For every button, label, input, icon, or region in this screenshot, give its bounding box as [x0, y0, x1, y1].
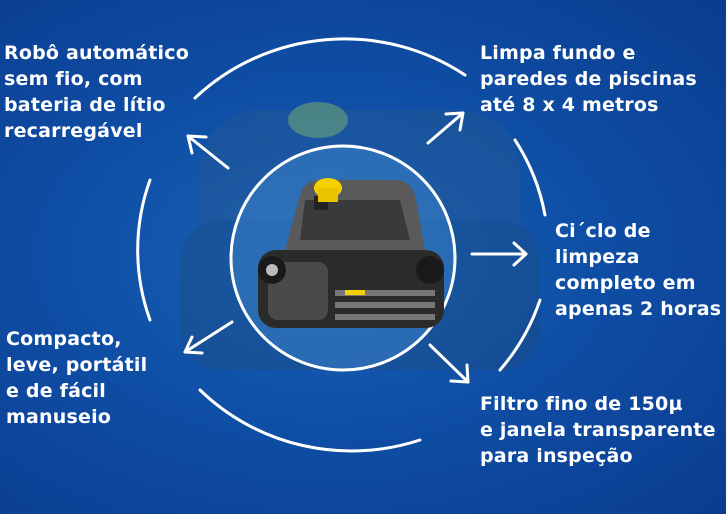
feature-line: Filtro fino de 150µ [480, 393, 683, 415]
feature-line: apenas 2 horas [555, 298, 722, 320]
arrow-up-left-icon [186, 134, 230, 170]
feature-compact: Compacto, leve, portátil e de fácil manu… [6, 326, 147, 430]
arrow-down-left-icon [183, 320, 234, 355]
feature-filter: Filtro fino de 150µ e janela transparent… [480, 391, 716, 469]
arrow-right-icon [470, 241, 528, 267]
feature-line: recarregável [4, 120, 143, 142]
feature-line: limpeza [555, 246, 640, 268]
arrow-down-right-icon [428, 343, 470, 384]
feature-battery: Robô automático sem fio, com bateria de … [4, 40, 189, 144]
arrows [183, 111, 528, 384]
outer-ring [136, 37, 547, 453]
feature-line: sem fio, com [4, 68, 143, 90]
feature-line: paredes de piscinas [480, 68, 697, 90]
feature-cycle: Ci´clo de limpeza completo em apenas 2 h… [555, 218, 721, 322]
robot-product-image [258, 178, 444, 328]
feature-line: manuseio [6, 406, 112, 428]
feature-line: Ci´clo de [555, 220, 651, 242]
feature-line: completo em [555, 272, 696, 294]
feature-cleans: Limpa fundo e paredes de piscinas até 8 … [480, 40, 697, 118]
feature-line: leve, portátil [6, 354, 148, 376]
feature-line: e janela transparente [480, 419, 716, 441]
feature-line: Limpa fundo e [480, 42, 636, 64]
feature-line: até 8 x 4 metros [480, 94, 659, 116]
feature-line: para inspeção [480, 445, 633, 467]
feature-line: Robô automático [4, 42, 189, 64]
feature-line: e de fácil [6, 380, 106, 402]
feature-line: Compacto, [6, 328, 122, 350]
feature-line: bateria de lítio [4, 94, 166, 116]
arrow-up-right-icon [426, 111, 465, 145]
